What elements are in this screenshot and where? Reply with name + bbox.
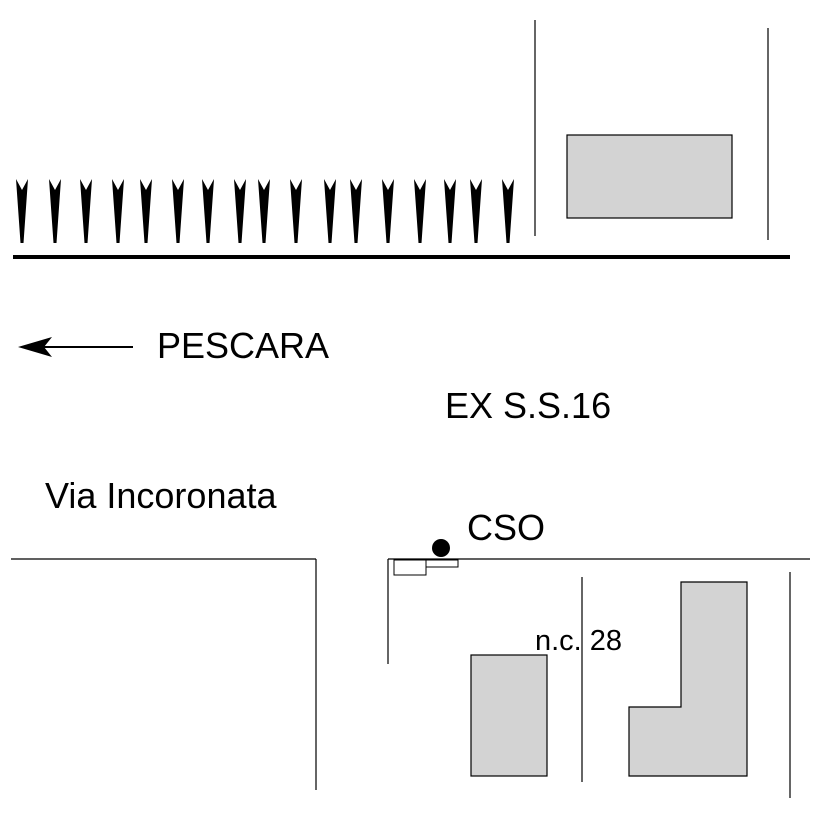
hedge-symbol-icon (49, 179, 61, 243)
hedge-symbol-icon (350, 179, 362, 243)
direction-label: PESCARA (157, 325, 329, 366)
small-structure (425, 559, 459, 568)
building-south-l-shaped (628, 581, 748, 777)
hedge-symbol-icon (172, 179, 184, 243)
hedge-symbol-icon (444, 179, 456, 243)
hedge-row (16, 179, 514, 243)
small-structure (393, 559, 427, 576)
hedge-symbol-icon (112, 179, 124, 243)
filled-circle-icon (432, 539, 450, 557)
side-street-label: Via Incoronata (45, 475, 277, 516)
hedge-symbol-icon (414, 179, 426, 243)
point-label: CSO (467, 507, 545, 548)
hedge-symbol-icon (382, 179, 394, 243)
building-south-small (470, 654, 548, 777)
hedge-symbol-icon (80, 179, 92, 243)
house-number-label: n.c. 28 (535, 625, 622, 657)
main-road-label: EX S.S.16 (445, 385, 611, 426)
building-north-east (566, 134, 733, 219)
hedge-symbol-icon (202, 179, 214, 243)
left-arrow-icon (18, 337, 133, 357)
hedge-symbol-icon (258, 179, 270, 243)
hedge-symbol-icon (324, 179, 336, 243)
hedge-symbol-icon (502, 179, 514, 243)
hedge-symbol-icon (16, 179, 28, 243)
hedge-symbol-icon (290, 179, 302, 243)
hedge-symbol-icon (470, 179, 482, 243)
hedge-symbol-icon (140, 179, 152, 243)
hedge-symbol-icon (234, 179, 246, 243)
